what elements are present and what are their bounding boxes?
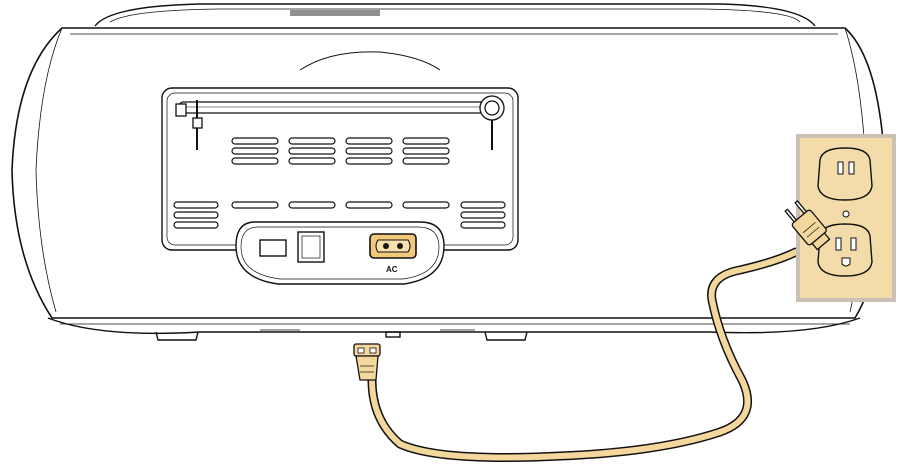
vent-grille xyxy=(173,137,506,229)
radio-unit xyxy=(11,3,886,341)
ac-plug xyxy=(353,343,381,381)
power-cord xyxy=(367,247,801,462)
telescopic-antenna-icon xyxy=(175,95,505,150)
power-plug-icon xyxy=(784,200,831,251)
dc-jack xyxy=(259,239,287,257)
ac-socket xyxy=(369,233,417,259)
connector-bay xyxy=(235,221,445,285)
ac-label: AC xyxy=(386,265,398,274)
